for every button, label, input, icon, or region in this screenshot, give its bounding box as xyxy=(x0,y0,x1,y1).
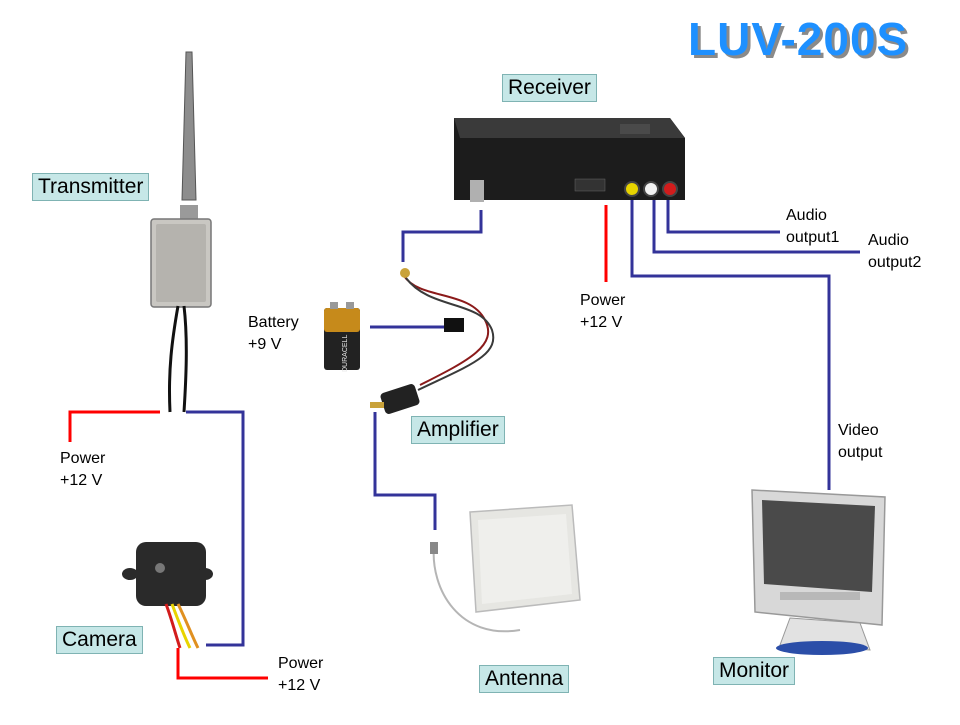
wires xyxy=(68,198,860,680)
amplifier-antenna-wire xyxy=(373,412,437,530)
transmitter-camera-wire xyxy=(186,410,245,647)
transmitter-power-voltage-text: +12 V xyxy=(60,472,103,489)
audio-output2-sub-text: output2 xyxy=(868,254,922,271)
battery-brand-text: DURACELL xyxy=(342,335,349,372)
video-jack xyxy=(624,181,640,197)
receiver-device xyxy=(454,118,685,202)
camera-power-wire xyxy=(176,648,268,680)
transmitter-power-text: Power xyxy=(60,450,106,467)
receiver-power-annotation: Power +12 V xyxy=(580,290,625,334)
camera-power-voltage-text: +12 V xyxy=(278,677,321,694)
audio-output2-text: Audio xyxy=(868,232,909,249)
amplifier-label: Amplifier xyxy=(411,416,505,444)
video-output-annotation: Video output xyxy=(838,420,882,464)
antenna-device xyxy=(430,504,581,633)
audio-output2-wire xyxy=(652,198,860,254)
receiver-power-voltage-text: +12 V xyxy=(580,314,623,331)
video-output-wire xyxy=(630,198,831,490)
audio-output1-wire xyxy=(666,198,780,234)
battery-device: DURACELL xyxy=(324,302,360,372)
battery-voltage-text: +9 V xyxy=(248,336,282,353)
audio-output2-annotation: Audio output2 xyxy=(868,230,921,274)
audio-output1-annotation: Audio output1 xyxy=(786,205,839,249)
receiver-amplifier-wire xyxy=(401,210,483,262)
camera-label: Camera xyxy=(56,626,143,654)
transmitter-device xyxy=(150,51,212,413)
receiver-power-text: Power xyxy=(580,292,626,309)
page-title: LUV-200S xyxy=(688,13,909,65)
video-output-sub-text: output xyxy=(838,444,883,461)
battery-text: Battery xyxy=(248,314,299,331)
amplifier-device xyxy=(370,268,495,414)
audio-output1-text: Audio xyxy=(786,207,827,224)
transmitter-label: Transmitter xyxy=(32,173,150,201)
camera-power-annotation: Power +12 V xyxy=(278,653,323,697)
monitor-label: Monitor xyxy=(713,657,796,685)
transmitter-power-annotation: Power +12 V xyxy=(60,448,105,492)
camera-device xyxy=(122,542,213,649)
video-output-text: Video xyxy=(838,422,879,439)
camera-power-text: Power xyxy=(278,655,324,672)
antenna-label: Antenna xyxy=(479,665,570,693)
transmitter-power-wire xyxy=(68,410,160,442)
audio-jack-red xyxy=(662,181,678,197)
battery-annotation: Battery +9 V xyxy=(248,312,299,356)
audio-output1-sub-text: output1 xyxy=(786,229,840,246)
receiver-label: Receiver xyxy=(502,74,597,102)
monitor-device xyxy=(751,489,886,655)
audio-jack-white xyxy=(643,181,659,197)
